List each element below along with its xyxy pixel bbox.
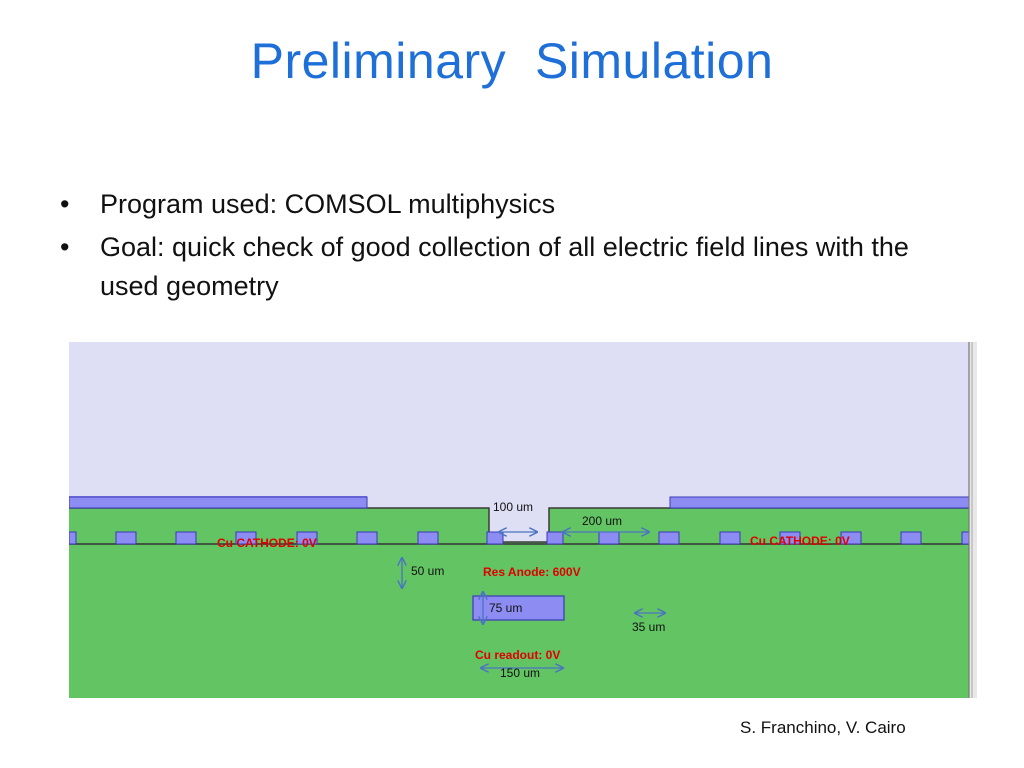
- strip-electrode: [658, 531, 680, 545]
- label-dim-200: 200 um: [582, 514, 622, 528]
- label-readout: Cu readout: 0V: [475, 648, 560, 662]
- strip-electrode: [296, 531, 318, 545]
- bullet-dot: •: [60, 189, 70, 219]
- strip-electrode: [900, 531, 922, 545]
- label-res-anode: Res Anode: 600V: [483, 565, 581, 579]
- strip-electrodes: [69, 531, 970, 545]
- strip-electrode: [69, 531, 77, 545]
- strip-electrode: [235, 531, 257, 545]
- strip-electrode: [417, 531, 439, 545]
- strip-electrode: [840, 531, 862, 545]
- strip-electrode: [175, 531, 197, 545]
- readout-electrode: [472, 595, 565, 621]
- label-dim-75: 75 um: [489, 601, 522, 615]
- edge-scale: [968, 342, 977, 698]
- label-cathode-left: Cu CATHODE: 0V: [217, 536, 317, 550]
- label-dim-100: 100 um: [493, 500, 533, 514]
- dimension-arrows: [402, 532, 665, 668]
- strip-electrode: [598, 531, 620, 545]
- label-dim-50: 50 um: [411, 564, 444, 578]
- bullet-dot: •: [60, 232, 70, 263]
- bullet-list: • Program used: COMSOL multiphysics • Go…: [60, 185, 960, 310]
- bullet-item: • Program used: COMSOL multiphysics: [60, 185, 960, 224]
- strip-electrode: [356, 531, 378, 545]
- strip-electrode: [779, 531, 801, 545]
- label-dim-150: 150 um: [500, 666, 540, 680]
- strip-electrode: [961, 531, 970, 545]
- cathode-layer-left: [69, 496, 368, 509]
- bullet-item: • Goal: quick check of good collection o…: [60, 228, 960, 306]
- bullet-text: Program used: COMSOL multiphysics: [100, 189, 556, 219]
- slide-title: Preliminary Simulation: [250, 33, 774, 89]
- label-dim-35: 35 um: [632, 620, 665, 634]
- strip-electrode: [115, 531, 137, 545]
- simulation-diagram: Cu CATHODE: 0V Cu CATHODE: 0V Res Anode:…: [69, 342, 977, 698]
- strip-electrode: [546, 531, 564, 545]
- bullet-text: Goal: quick check of good collection of …: [100, 232, 909, 302]
- strip-electrode: [719, 531, 741, 545]
- label-cathode-right: Cu CATHODE: 0V: [750, 534, 850, 548]
- strip-electrode: [486, 531, 504, 545]
- credit-text: S. Franchino, V. Cairo: [740, 718, 906, 737]
- cathode-layer-right: [669, 496, 970, 509]
